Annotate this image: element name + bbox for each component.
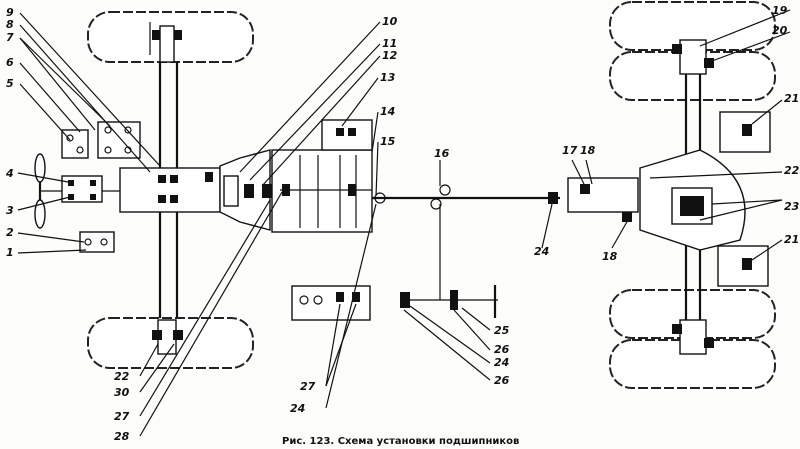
front-left-upper-wheel xyxy=(87,11,254,63)
callout-12: 12 xyxy=(382,49,398,62)
callout-22-right: 22 xyxy=(784,164,800,177)
callout-22-left: 22 xyxy=(114,370,130,383)
callout-16: 16 xyxy=(434,147,450,160)
callout-6: 6 xyxy=(6,56,14,69)
callout-18-lower: 18 xyxy=(602,250,618,263)
callout-27-mid: 27 xyxy=(300,380,316,393)
bearing-detail-5-6 xyxy=(61,121,141,159)
callout-27-left: 27 xyxy=(114,410,130,423)
callout-13: 13 xyxy=(380,71,396,84)
transfer-box xyxy=(321,119,373,151)
bearing-detail-1-2 xyxy=(79,231,115,253)
callout-26-lower: 26 xyxy=(494,374,510,387)
callout-23: 23 xyxy=(784,200,800,213)
callout-4: 4 xyxy=(5,167,14,180)
callout-18-upper: 18 xyxy=(580,144,596,157)
fan-assembly xyxy=(34,153,120,229)
rear-lower-wheels xyxy=(609,289,776,389)
leader-lines xyxy=(17,9,791,437)
callout-28: 28 xyxy=(114,430,130,443)
callout-9: 9 xyxy=(6,6,14,19)
front-left-lower-wheel xyxy=(87,317,254,369)
gearbox xyxy=(271,149,373,233)
figure-caption: Рис. 123. Схема установки подшипников xyxy=(282,436,519,447)
rear-upper-wheels xyxy=(609,1,776,101)
callout-5: 5 xyxy=(6,77,14,90)
callout-21-lower: 21 xyxy=(784,233,799,246)
callout-24-shaft: 24 xyxy=(534,245,549,258)
callout-2: 2 xyxy=(6,226,14,239)
callout-20: 20 xyxy=(772,24,788,37)
callout-3: 3 xyxy=(6,204,14,217)
callout-15: 15 xyxy=(380,135,396,148)
propeller-shaft xyxy=(372,184,560,210)
callout-30: 30 xyxy=(114,386,130,399)
callout-24-mid: 24 xyxy=(290,402,305,415)
rear-brake-drums xyxy=(717,111,771,287)
callout-25: 25 xyxy=(494,324,510,337)
callout-19: 19 xyxy=(772,4,788,17)
callout-10: 10 xyxy=(382,15,398,28)
callout-14: 14 xyxy=(380,105,395,118)
callout-26-upper: 26 xyxy=(494,343,510,356)
callout-numbers: 9 8 7 6 5 4 3 2 1 10 11 12 13 14 15 16 1… xyxy=(5,4,800,443)
callout-21-upper: 21 xyxy=(784,92,799,105)
callout-17: 17 xyxy=(562,144,578,157)
callout-8: 8 xyxy=(6,18,14,31)
callout-11: 11 xyxy=(382,37,397,50)
engine-block xyxy=(119,167,221,213)
callout-7: 7 xyxy=(6,31,14,44)
callout-24-steer: 24 xyxy=(494,356,509,369)
clutch-housing xyxy=(219,149,272,231)
steering-column xyxy=(291,204,498,321)
callout-1: 1 xyxy=(6,246,14,259)
